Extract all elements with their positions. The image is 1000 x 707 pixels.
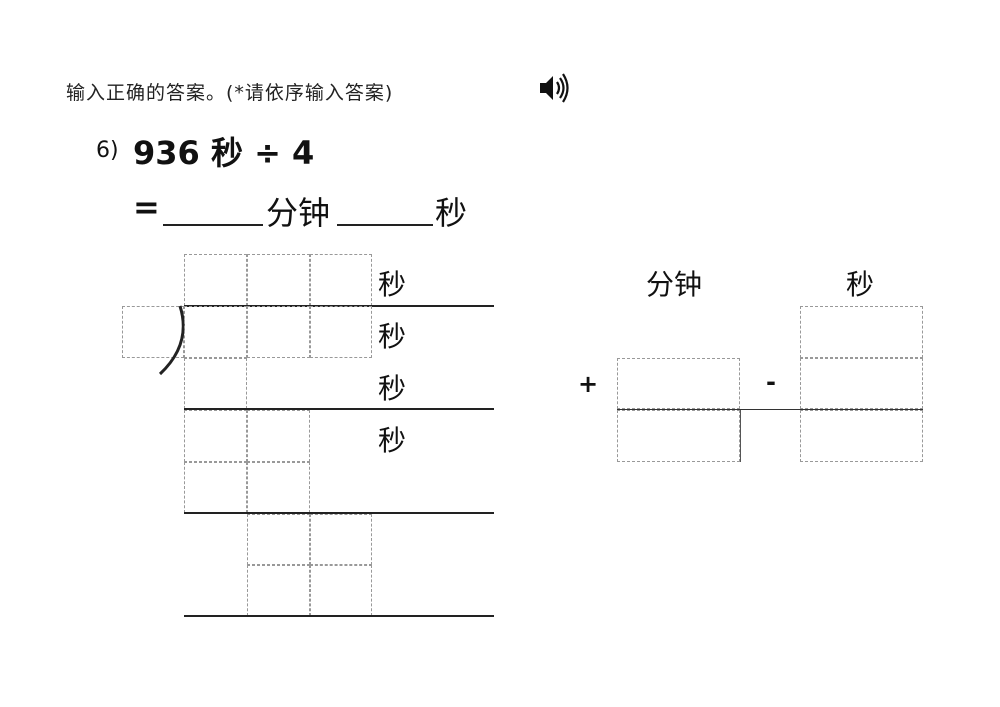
header-seconds: 秒	[846, 268, 875, 301]
speaker-icon[interactable]	[536, 70, 572, 106]
equals-sign: =	[133, 188, 160, 226]
dividend-ones-input[interactable]	[310, 306, 372, 358]
quotient-tens-input[interactable]	[247, 254, 310, 306]
seconds-result-input[interactable]	[800, 410, 923, 462]
step1-product-input[interactable]	[184, 358, 247, 409]
minutes-result-input[interactable]	[617, 410, 740, 462]
division-bracket-icon	[158, 305, 185, 376]
question-number: 6)	[96, 138, 119, 163]
instruction-text: 输入正确的答案。(*请依序输入答案)	[66, 82, 394, 104]
minutes-unit: 分钟	[266, 194, 331, 232]
minus-sign: -	[766, 368, 776, 396]
question-expression: 936 秒 ÷ 4	[133, 134, 315, 172]
plus-sign: +	[578, 370, 599, 398]
quotient-hundreds-input[interactable]	[184, 254, 247, 306]
seconds-blank	[337, 224, 433, 226]
quotient-ones-input[interactable]	[310, 254, 372, 306]
seconds-unit: 秒	[435, 194, 468, 232]
step3-product-ones-input[interactable]	[310, 565, 372, 616]
quotient-unit: 秒	[378, 268, 407, 301]
dividend-unit: 秒	[378, 320, 407, 353]
step2-unit: 秒	[378, 424, 407, 457]
step3-product-tens-input[interactable]	[247, 565, 310, 616]
conversion-line	[617, 409, 923, 410]
step2-product-tens-input[interactable]	[184, 462, 247, 513]
step1-remainder-input[interactable]	[184, 410, 247, 462]
step1-line	[184, 408, 494, 410]
step1-bringdown-input[interactable]	[247, 410, 310, 462]
step2-line	[184, 512, 494, 514]
step1-unit: 秒	[378, 372, 407, 405]
conversion-divider	[740, 410, 741, 462]
dividend-tens-input[interactable]	[247, 306, 310, 358]
seconds-top-input[interactable]	[800, 306, 923, 358]
minutes-blank	[163, 224, 263, 226]
seconds-subtract-input[interactable]	[800, 358, 923, 409]
step3-line	[184, 615, 494, 617]
minutes-add-input[interactable]	[617, 358, 740, 409]
header-minutes: 分钟	[646, 268, 703, 301]
step2-remainder-input[interactable]	[247, 514, 310, 565]
step2-product-ones-input[interactable]	[247, 462, 310, 513]
divisor-input[interactable]	[122, 306, 184, 358]
step2-bringdown-input[interactable]	[310, 514, 372, 565]
dividend-hundreds-input[interactable]	[184, 306, 247, 358]
